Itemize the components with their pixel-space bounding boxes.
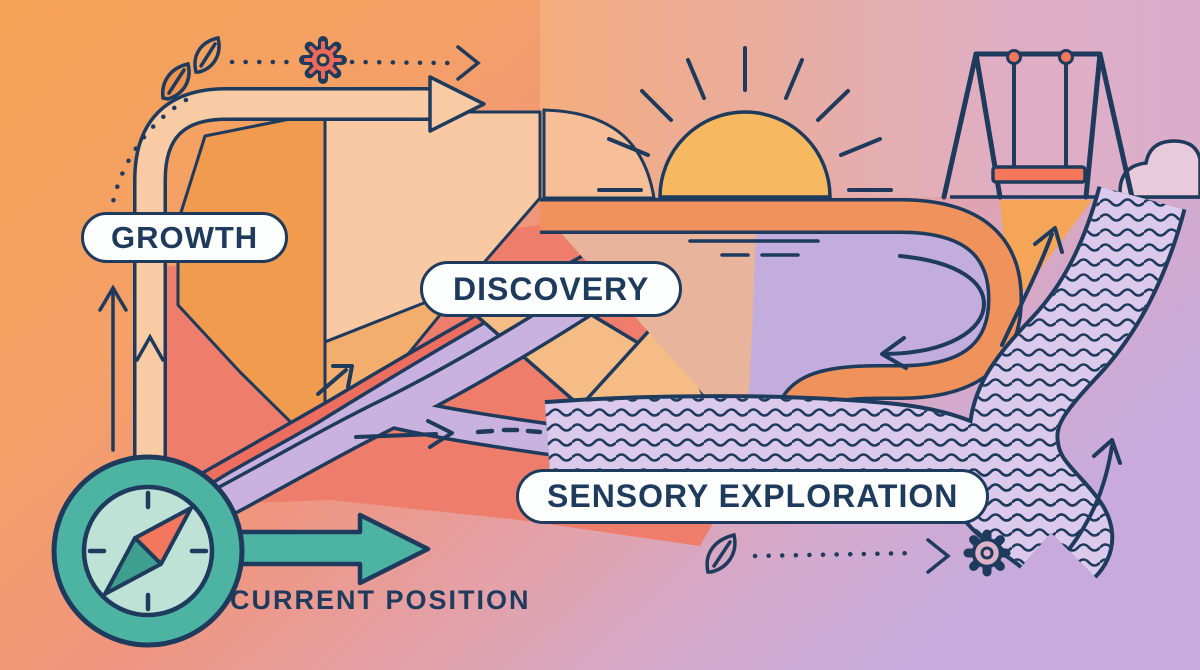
discovery-label-pill: DISCOVERY — [420, 261, 683, 317]
speed-lines — [688, 239, 820, 257]
sky-wedge — [542, 108, 656, 200]
discovery-label-text: DISCOVERY — [453, 270, 650, 307]
loop-return-arrow — [880, 254, 987, 370]
gear-icon-bottom — [963, 529, 1011, 577]
leaf-icon-top-outline — [193, 35, 221, 74]
sensory-exploration-label-pill: SENSORY EXPLORATION — [516, 469, 990, 524]
leaf-icon-bottom — [705, 532, 737, 574]
orange-wedge-right — [1000, 200, 1092, 310]
compass-icon — [51, 454, 245, 648]
top-dotted-flow — [229, 45, 481, 81]
road-markings — [316, 364, 543, 449]
leaf-icon-top-filled — [161, 61, 191, 101]
bottom-dotted-flow — [752, 538, 951, 574]
gear-icon-top — [299, 36, 347, 84]
sun-icon — [597, 46, 893, 199]
growth-label-text: GROWTH — [111, 219, 259, 255]
thin-up-arrow — [98, 284, 128, 452]
river-waves — [544, 185, 1187, 579]
river-curve-arrow-up — [1000, 226, 1064, 347]
dotted-arc — [108, 97, 189, 215]
river-curve-arrow-down — [1068, 438, 1122, 550]
growth-path-arrow — [133, 75, 486, 468]
current-position-label: CURRENT POSITION — [230, 585, 531, 615]
sensory-exploration-label-text: SENSORY EXPLORATION — [547, 478, 959, 514]
swing-icon — [941, 49, 1135, 200]
growth-label-pill: GROWTH — [81, 212, 289, 263]
